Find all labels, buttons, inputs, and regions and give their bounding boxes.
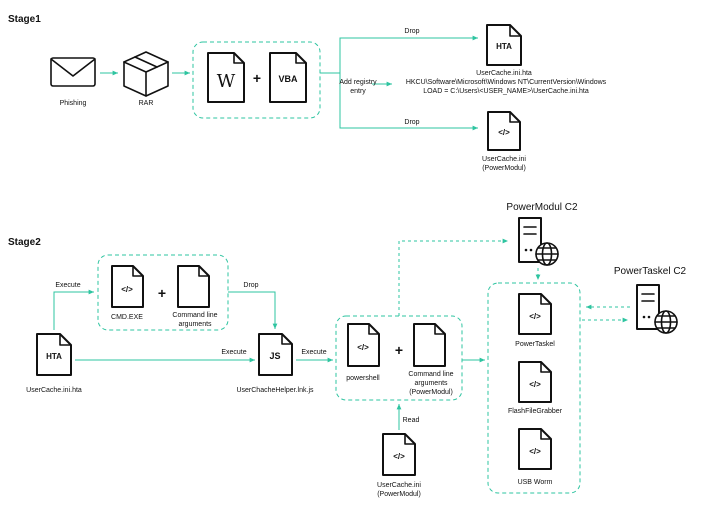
powershell-label: powershell xyxy=(346,375,380,382)
link-powermodul-c2 xyxy=(398,238,508,316)
flashfilegrabber-code-icon xyxy=(518,361,552,403)
js-icon-label: JS xyxy=(269,351,280,361)
arrow-drop-js xyxy=(228,291,278,329)
cmd-args-label-1: Command line xyxy=(172,312,217,319)
ini-file-label-stage2-1: UserCache.ini xyxy=(377,482,421,489)
cmd-code-icon xyxy=(111,265,144,308)
stage2-title: Stage2 xyxy=(8,237,41,248)
registry-path: HKCU\Software\Microsoft\Windows NT\Curre… xyxy=(406,79,607,86)
ps-args-label-1: Command line xyxy=(408,371,453,378)
powertaskel-label: PowerTaskel xyxy=(515,341,555,348)
execute-right-label: Execute xyxy=(301,349,326,356)
cmd-args-label-2: arguments xyxy=(178,321,212,328)
powertaskel-code-label: </> xyxy=(529,312,541,321)
vba-icon-label: VBA xyxy=(278,74,298,84)
ps-args-label-2: arguments xyxy=(414,380,448,387)
execute-up-label: Execute xyxy=(55,282,80,289)
hta-icon-label: HTA xyxy=(496,42,512,51)
drop-label: Drop xyxy=(243,282,258,289)
ps-args-doc-icon xyxy=(413,323,446,367)
hta-file-icon-stage2 xyxy=(36,333,72,376)
powertaskel-code-icon xyxy=(518,293,552,335)
execute-mid-label: Execute xyxy=(221,349,246,356)
drop-bottom-label: Drop xyxy=(404,119,419,126)
usbworm-code-label: </> xyxy=(529,447,541,456)
modules-group xyxy=(487,282,581,494)
ini-file-label-2: (PowerModul) xyxy=(482,165,526,172)
powershell-code-label: </> xyxy=(357,343,369,352)
flashfilegrabber-label: FlashFileGrabber xyxy=(508,408,563,415)
powershell-plus: + xyxy=(395,342,403,358)
cmd-args-doc-icon xyxy=(177,265,210,308)
rar-label: RAR xyxy=(139,100,154,107)
read-label: Read xyxy=(403,417,420,424)
rar-archive-icon xyxy=(123,51,169,97)
drop-top-label: Drop xyxy=(404,28,419,35)
stage1-plus: + xyxy=(253,70,261,86)
arrow-execute-cmd xyxy=(53,289,94,330)
hta-file-icon xyxy=(486,24,522,66)
hta-icon-label-stage2: HTA xyxy=(46,352,62,361)
stage1-doc-group xyxy=(192,41,321,119)
cmd-plus: + xyxy=(158,285,166,301)
ini-file-label-1: UserCache.ini xyxy=(482,156,526,163)
powermodul-c2-label: PowerModul C2 xyxy=(506,202,578,213)
ini-code-label-stage2: </> xyxy=(393,452,405,461)
arrow-drop-ini xyxy=(339,73,478,131)
js-file-icon xyxy=(258,333,293,376)
js-file-label: UserChacheHelper.lnk.js xyxy=(236,387,314,394)
arrow-drop-hta xyxy=(320,35,478,74)
usbworm-label: USB Worm xyxy=(518,479,553,486)
add-registry-label-2: entry xyxy=(350,88,366,95)
usbworm-code-icon xyxy=(518,428,552,470)
cmd-code-label: </> xyxy=(121,285,133,294)
word-doc-icon xyxy=(207,52,245,103)
ps-args-label-3: (PowerModul) xyxy=(409,389,453,396)
hta-file-label: UserCache.ini.hta xyxy=(476,70,532,77)
stage1-title: Stage1 xyxy=(8,14,41,25)
powershell-code-icon xyxy=(347,323,380,367)
ini-file-label-stage2-2: (PowerModul) xyxy=(377,491,421,498)
add-registry-label-1: Add registry xyxy=(339,79,377,86)
phishing-label: Phishing xyxy=(60,100,87,107)
powermodul-globe-icon xyxy=(535,242,559,266)
flashfilegrabber-code-label: </> xyxy=(529,380,541,389)
code-icon-label: </> xyxy=(498,128,510,137)
registry-load: LOAD = C:\Users\<USER_NAME>\UserCache.in… xyxy=(423,88,589,95)
powertaskel-c2-label: PowerTaskel C2 xyxy=(614,266,687,277)
cmd-exe-label: CMD.EXE xyxy=(111,314,143,321)
phishing-envelope-icon xyxy=(50,57,96,87)
code-file-icon xyxy=(487,111,521,151)
ini-code-icon-stage2 xyxy=(382,433,416,476)
word-letter: W xyxy=(217,71,236,92)
powertaskel-globe-icon xyxy=(654,310,678,334)
hta-file-label-stage2: UserCache.ini.hta xyxy=(26,387,82,394)
vba-doc-icon xyxy=(269,52,307,103)
